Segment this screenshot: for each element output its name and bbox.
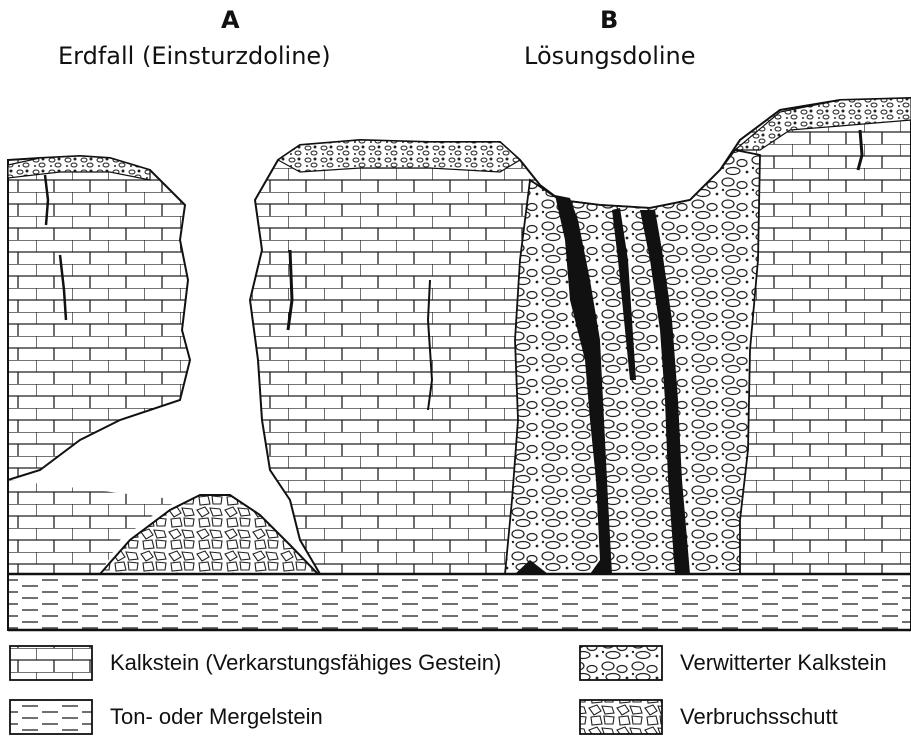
legend-swatch-verbruch (580, 700, 662, 734)
legend-swatch-verwittert (580, 646, 662, 680)
legend-verwittert: Verwitterter Kalkstein (680, 650, 887, 676)
left-limestone-block (8, 156, 190, 480)
legend-ton: Ton- oder Mergelstein (110, 704, 323, 730)
legend-verbruch: Verbruchsschutt (680, 704, 838, 730)
legend-swatch-kalkstein (10, 646, 92, 680)
legend-kalkstein: Kalkstein (Verkarstungsfähiges Gestein) (110, 650, 501, 676)
legend-swatch-ton (10, 700, 92, 734)
clay-layer (8, 574, 911, 630)
